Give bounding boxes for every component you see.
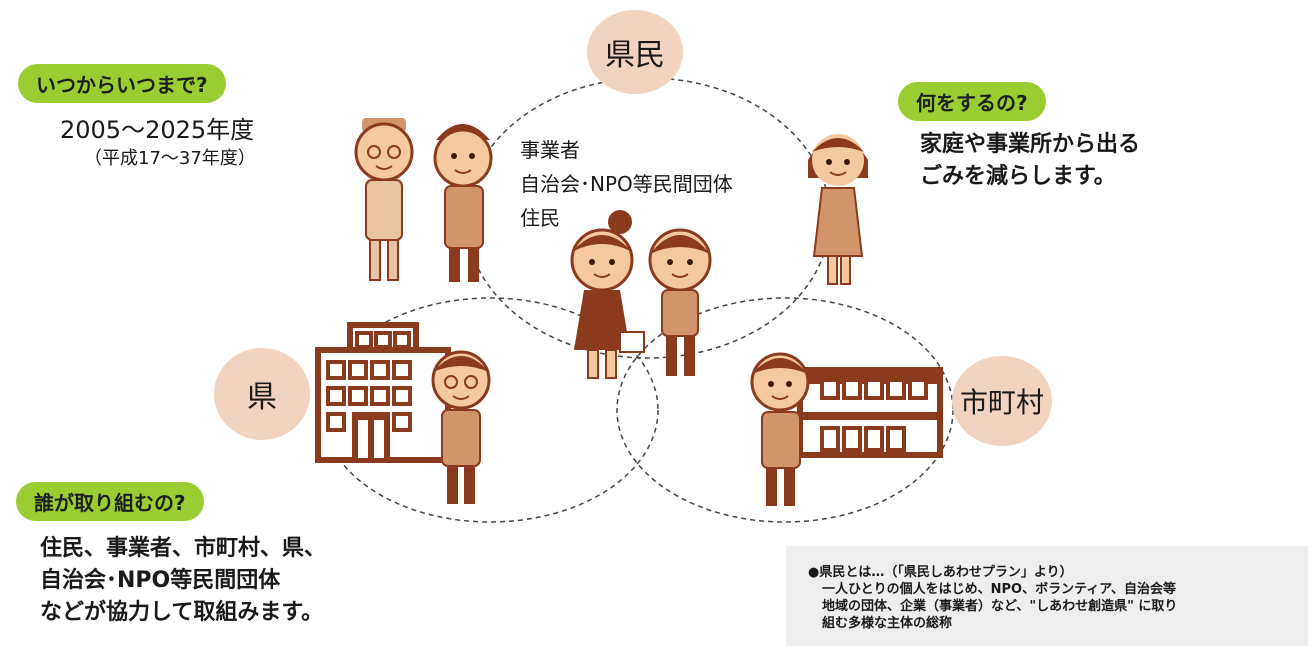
shichoson-label: 市町村 — [952, 356, 1052, 446]
kenmin-member-3: 住民 — [520, 206, 560, 230]
person-boy-icon — [648, 228, 712, 376]
person-woman-bob-icon — [808, 134, 868, 285]
note-line-1: ●県民とは…（「県民しあわせプラン」より） — [808, 565, 1073, 580]
town-hall-building-icon — [797, 367, 943, 458]
who-line-3: などが協力して取組みます。 — [40, 600, 324, 625]
what-line-1: 家庭や事業所から出る — [920, 132, 1141, 157]
person-worker-man-icon — [433, 124, 493, 282]
what-label-pill: 何をするの? — [898, 82, 1046, 121]
when-label-pill: いつからいつまで? — [18, 64, 226, 103]
when-years: 2005～2025年度 — [60, 116, 255, 144]
ken-label: 県 — [214, 348, 310, 440]
what-line-2: ごみを減らします。 — [920, 164, 1116, 189]
person-elderly-man-icon — [354, 118, 414, 281]
who-label-pill: 誰が取り組むの? — [16, 482, 204, 521]
person-town-official-icon — [750, 352, 810, 506]
kenmin-member-1: 事業者 — [520, 138, 580, 162]
kenmin-member-2: 自治会･NPO等民間団体 — [520, 172, 733, 196]
note-line-2: 一人ひとりの個人をはじめ、NPO、ボランティア、自治会等 — [822, 582, 1176, 597]
kenmin-label: 県民 — [587, 10, 683, 94]
who-line-1: 住民、事業者、市町村、県、 — [40, 536, 327, 561]
prefecture-building-icon — [315, 322, 451, 463]
person-official-glasses-icon — [431, 350, 491, 504]
person-woman-bun-icon — [570, 210, 645, 379]
when-heisei: （平成17～37年度） — [84, 148, 256, 169]
who-line-2: 自治会･NPO等民間団体 — [40, 568, 281, 593]
note-line-4: 組む多様な主体の総称 — [822, 616, 953, 631]
kenmin-definition-note: ●県民とは…（「県民しあわせプラン」より） 一人ひとりの個人をはじめ、NPO、ボ… — [786, 546, 1308, 646]
note-line-3: 地域の団体、企業（事業者）など、"しあわせ創造県" に取り — [822, 599, 1178, 614]
